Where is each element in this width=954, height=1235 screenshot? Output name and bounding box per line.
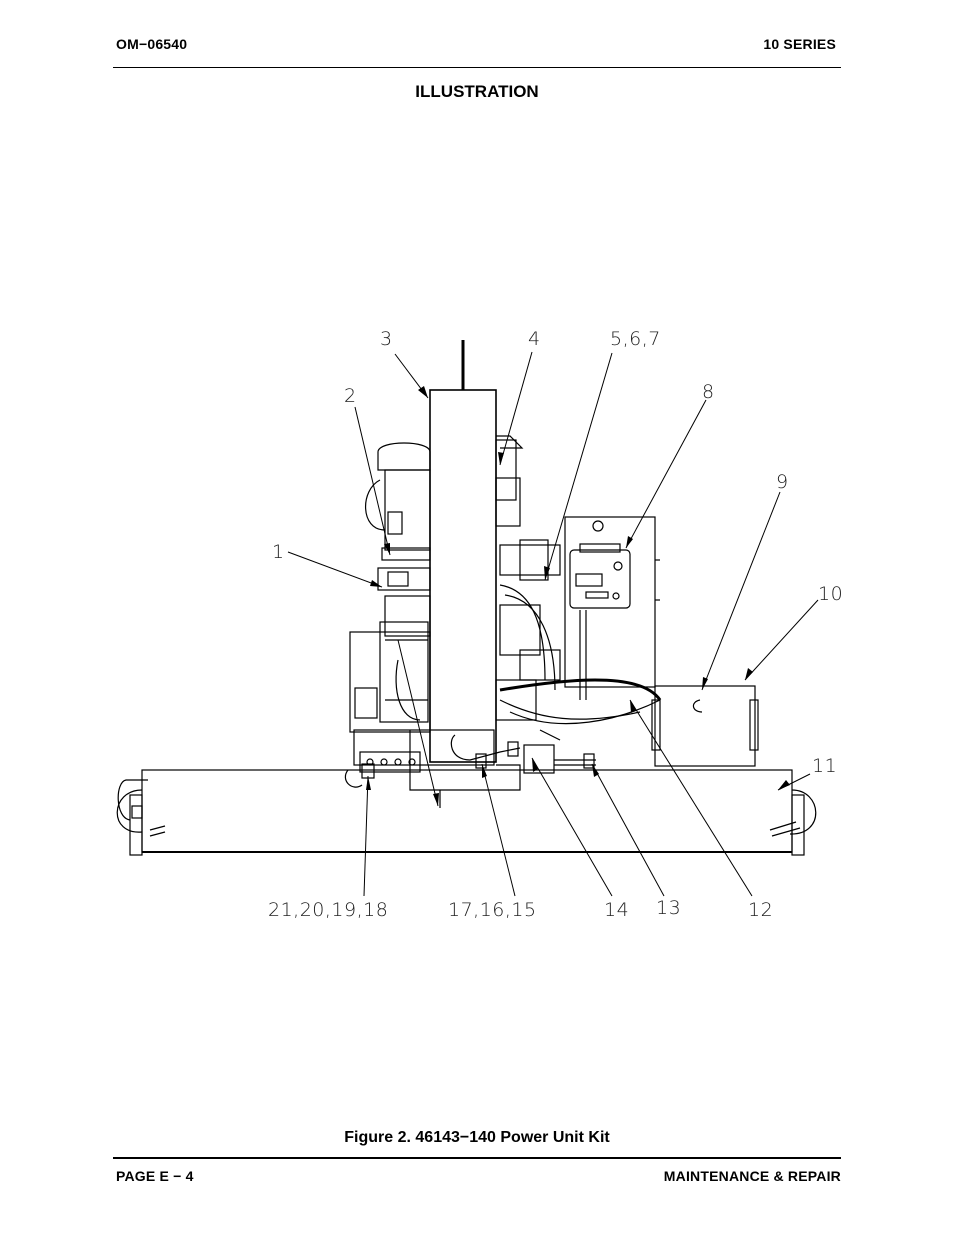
- callout-5-6-7: 5,6,7: [610, 328, 661, 350]
- section-title: ILLUSTRATION: [415, 82, 539, 101]
- callout-11: 11: [812, 755, 837, 777]
- footer-rule: [113, 1157, 841, 1159]
- document-number: OM−06540: [116, 36, 188, 52]
- callout-8: 8: [702, 381, 715, 403]
- callout-12: 12: [748, 899, 773, 921]
- callout-10: 10: [818, 583, 843, 605]
- callout-3: 3: [380, 328, 393, 350]
- series-label: 10 SERIES: [763, 36, 836, 52]
- figure-caption: Figure 2. 46143−140 Power Unit Kit: [344, 1129, 610, 1146]
- callout-1: 1: [272, 541, 285, 563]
- callout-21-20-19-18: 21,20,19,18: [268, 899, 388, 921]
- footer-section: MAINTENANCE & REPAIR: [663, 1168, 841, 1184]
- callout-2: 2: [344, 385, 357, 407]
- page-number: PAGE E − 4: [116, 1168, 194, 1184]
- callout-4: 4: [528, 328, 541, 350]
- callout-13: 13: [656, 897, 681, 919]
- callout-14: 14: [604, 899, 629, 921]
- callout-9: 9: [776, 471, 789, 493]
- callout-17-16-15: 17,16,15: [448, 899, 537, 921]
- header-rule: [113, 67, 841, 68]
